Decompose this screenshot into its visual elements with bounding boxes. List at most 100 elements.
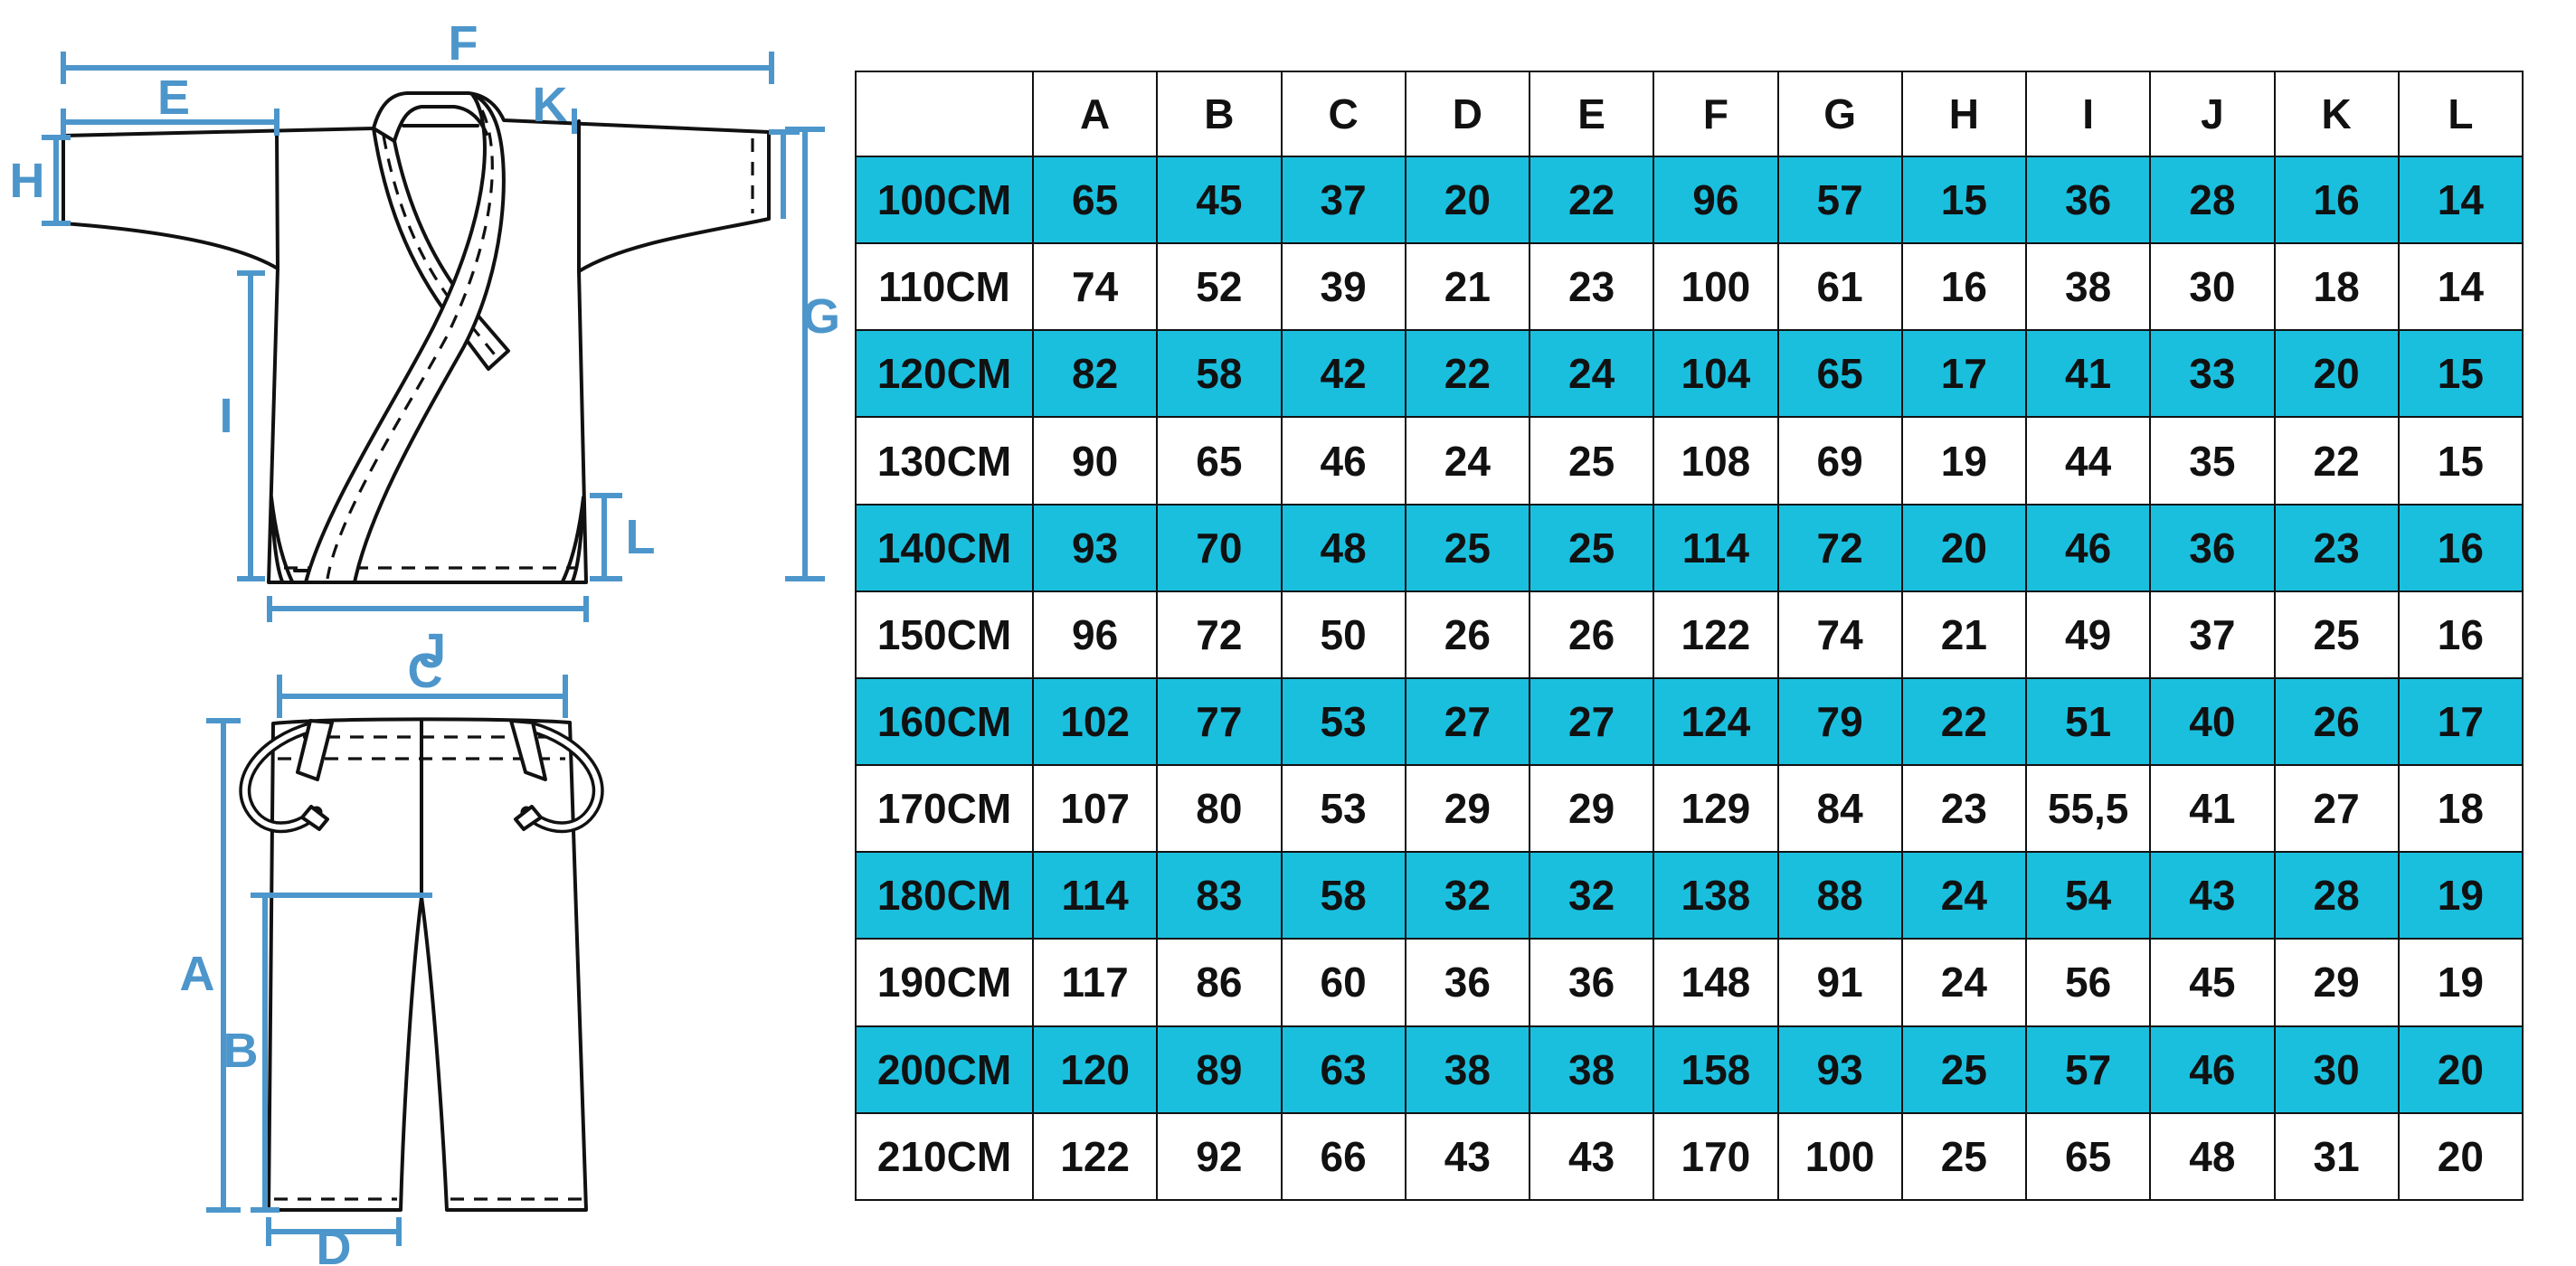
- size-value-cell: 37: [2149, 590, 2276, 679]
- jacket-vent-right: [561, 496, 585, 583]
- size-value-cell: 28: [2273, 851, 2400, 940]
- drawstring-right-strap: [509, 719, 547, 781]
- size-value-cell: 21: [1404, 242, 1531, 332]
- size-value-cell: 92: [1156, 1111, 1283, 1202]
- size-value-cell: 20: [1404, 155, 1531, 245]
- row-size-label: 120CM: [855, 329, 1034, 419]
- size-value-cell: 36: [2024, 155, 2152, 245]
- drawstring-left-cord-inner: [242, 724, 319, 830]
- size-value-cell: 37: [1280, 155, 1406, 245]
- size-value-cell: 25: [1404, 503, 1531, 592]
- size-value-cell: 122: [1653, 590, 1779, 679]
- size-value-cell: 124: [1653, 676, 1779, 767]
- corner-cell: [855, 71, 1034, 157]
- size-value-cell: 38: [2024, 242, 2152, 332]
- dim-label-B: B: [223, 1024, 259, 1078]
- size-value-cell: 108: [1653, 416, 1779, 505]
- drawstring-right-cord-inner: [524, 724, 601, 830]
- size-value-cell: 114: [1653, 503, 1779, 592]
- size-value-cell: 18: [2273, 242, 2400, 332]
- size-value-cell: 21: [1900, 590, 2028, 679]
- jacket-lapel-front-stitch: [326, 109, 494, 580]
- size-value-cell: 24: [1900, 938, 2028, 1027]
- dim-label-F: F: [449, 16, 478, 71]
- size-value-cell: 26: [2273, 676, 2400, 767]
- dim-label-G: G: [802, 289, 840, 344]
- size-value-cell: 29: [1528, 764, 1655, 854]
- size-value-cell: 43: [1404, 1111, 1531, 1202]
- size-value-cell: 38: [1404, 1025, 1531, 1114]
- dim-label-K: K: [533, 78, 568, 132]
- size-value-cell: 26: [1404, 590, 1531, 679]
- row-size-label: 190CM: [855, 938, 1034, 1027]
- size-value-cell: 100: [1653, 242, 1779, 332]
- dim-G-line: [785, 127, 825, 581]
- size-value-cell: 15: [1900, 155, 2028, 245]
- size-value-cell: 65: [1776, 329, 1903, 419]
- size-value-cell: 23: [2273, 503, 2400, 592]
- size-value-cell: 77: [1156, 676, 1283, 767]
- size-value-cell: 55,5: [2024, 764, 2152, 854]
- size-value-cell: 83: [1156, 851, 1283, 940]
- column-header: I: [2024, 71, 2152, 157]
- size-value-cell: 82: [1031, 329, 1159, 419]
- size-table-header: A B C D E F G H I J K L: [855, 71, 2524, 157]
- size-value-cell: 70: [1156, 503, 1283, 592]
- dim-H-bracket: [42, 135, 71, 226]
- size-value-cell: 158: [1653, 1025, 1779, 1114]
- size-value-cell: 72: [1776, 503, 1903, 592]
- size-value-cell: 48: [2149, 1111, 2276, 1202]
- size-value-cell: 53: [1280, 764, 1406, 854]
- size-value-cell: 18: [2397, 764, 2524, 854]
- size-value-cell: 25: [1900, 1111, 2028, 1202]
- size-value-cell: 44: [2024, 416, 2152, 505]
- size-value-cell: 24: [1900, 851, 2028, 940]
- size-value-cell: 28: [2149, 155, 2276, 245]
- size-value-cell: 22: [1900, 676, 2028, 767]
- jacket-outline: [62, 91, 771, 584]
- dim-cuff-bracket-right: [769, 129, 800, 219]
- size-value-cell: 79: [1776, 676, 1903, 767]
- size-value-cell: 15: [2397, 329, 2524, 419]
- size-value-cell: 60: [1280, 938, 1406, 1027]
- size-value-cell: 46: [1280, 416, 1406, 505]
- size-value-cell: 36: [2149, 503, 2276, 592]
- size-value-cell: 114: [1031, 851, 1159, 940]
- row-size-label: 210CM: [855, 1111, 1034, 1202]
- size-value-cell: 58: [1156, 329, 1283, 419]
- drawstring-right-tip: [514, 805, 543, 831]
- size-value-cell: 96: [1653, 155, 1779, 245]
- size-value-cell: 51: [2024, 676, 2152, 767]
- size-value-cell: 65: [1031, 155, 1159, 245]
- column-header: J: [2149, 71, 2276, 157]
- size-value-cell: 66: [1280, 1111, 1406, 1202]
- row-size-label: 180CM: [855, 851, 1034, 940]
- column-header: H: [1900, 71, 2028, 157]
- size-value-cell: 43: [2149, 851, 2276, 940]
- size-value-cell: 35: [2149, 416, 2276, 505]
- size-value-cell: 14: [2397, 155, 2524, 245]
- column-header: E: [1528, 71, 1655, 157]
- jacket-lapel-under: [372, 127, 510, 371]
- dim-B-line: [251, 893, 432, 1213]
- jacket-vent-left: [270, 496, 294, 583]
- size-value-cell: 41: [2149, 764, 2276, 854]
- size-value-cell: 25: [2273, 590, 2400, 679]
- size-value-cell: 104: [1653, 329, 1779, 419]
- size-value-cell: 80: [1156, 764, 1283, 854]
- size-value-cell: 74: [1776, 590, 1903, 679]
- size-value-cell: 19: [2397, 851, 2524, 940]
- dim-J-line: [267, 596, 589, 622]
- size-value-cell: 65: [2024, 1111, 2152, 1202]
- row-size-label: 100CM: [855, 155, 1034, 245]
- dim-I-line: [237, 270, 265, 581]
- row-size-label: 170CM: [855, 764, 1034, 854]
- size-value-cell: 22: [1404, 329, 1531, 419]
- size-value-cell: 19: [2397, 938, 2524, 1027]
